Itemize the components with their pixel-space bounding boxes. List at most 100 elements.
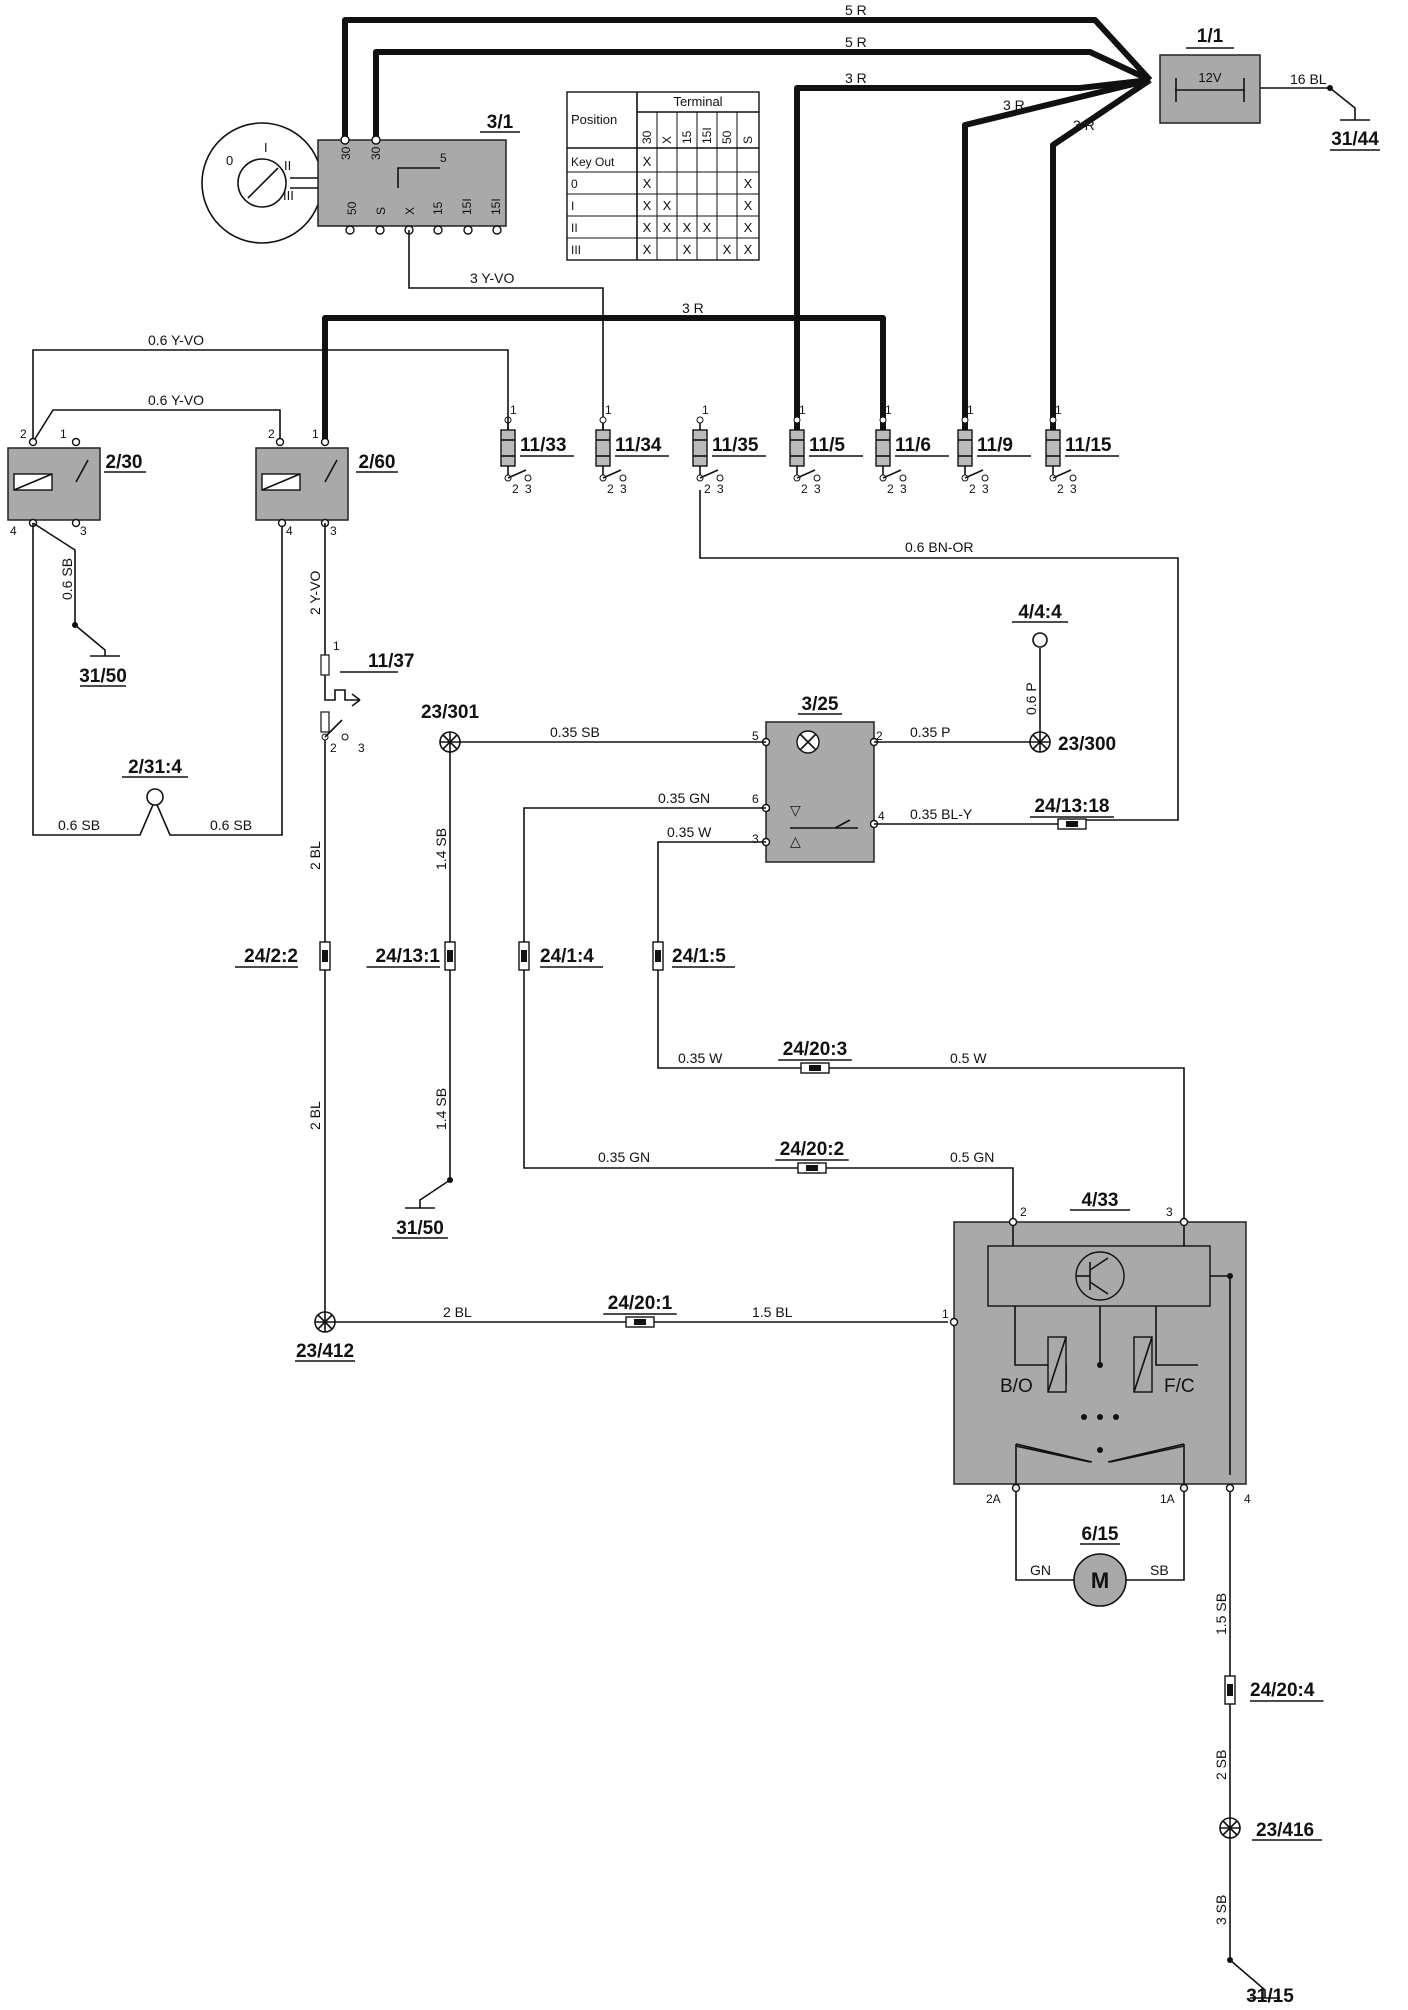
- svg-text:1: 1: [60, 427, 67, 441]
- fuse-id: 11/6: [895, 435, 931, 456]
- wire-label-06yvo-a: 0.6 Y-VO: [148, 332, 204, 348]
- wire-label-06sb-b: 0.6 SB: [58, 817, 100, 833]
- wire-label-gn: GN: [1030, 1562, 1051, 1578]
- svg-text:4: 4: [1244, 1492, 1251, 1506]
- svg-text:3: 3: [620, 482, 627, 496]
- fuse-pin-1: 1: [702, 403, 709, 417]
- switch-3-25-body: [765, 721, 875, 863]
- connector-24-1-5: 24/1:5: [652, 941, 735, 971]
- svg-text:2: 2: [20, 427, 27, 441]
- table-column-header: 15I: [700, 127, 714, 144]
- ignition-switch-id: 3/1: [487, 112, 514, 133]
- fuse-id: 11/15: [1065, 435, 1112, 456]
- wire-label-06p: 0.6 P: [1023, 682, 1039, 715]
- wire-3r-c: [1050, 77, 1152, 430]
- fuse-id: 11/35: [712, 435, 759, 456]
- wire-label-05gn: 0.5 GN: [950, 1149, 994, 1165]
- wire-label-5r-a: 5 R: [845, 2, 867, 18]
- svg-text:15I: 15I: [460, 198, 474, 215]
- wire-label-sb: SB: [1150, 1562, 1169, 1578]
- table-header-position: Position: [571, 112, 617, 127]
- fuse-body: [500, 429, 516, 467]
- svg-text:2: 2: [801, 482, 808, 496]
- splice-23-416: 23/416: [1219, 1817, 1322, 1841]
- svg-text:4: 4: [878, 809, 885, 823]
- switch-3-25-id: 3/25: [802, 694, 839, 715]
- svg-text:15: 15: [431, 201, 445, 215]
- splice-23-412: 23/412: [295, 1311, 355, 1362]
- svg-text:S: S: [374, 207, 388, 215]
- wire-label-035gn-a: 0.35 GN: [658, 790, 710, 806]
- wire-3r-a: [794, 77, 1151, 430]
- table-column-header: 50: [720, 130, 734, 144]
- fuse-body: [957, 429, 973, 467]
- wire-label-035bly: 0.35 BL-Y: [910, 806, 973, 822]
- fuse-id: 11/34: [615, 435, 662, 456]
- connector-24-13-18: 24/13:18: [1030, 796, 1114, 830]
- splice-23-412-id: 23/412: [296, 1341, 354, 1362]
- table-mark: X: [643, 220, 652, 235]
- wire-label-06yvo-b: 0.6 Y-VO: [148, 392, 204, 408]
- fuse-pin-1: 1: [1055, 403, 1062, 417]
- splice-23-416-id: 23/416: [1256, 1820, 1314, 1841]
- svg-text:2A: 2A: [986, 1492, 1001, 1506]
- table-row-position: II: [571, 221, 578, 235]
- table-row-position: 0: [571, 177, 578, 191]
- svg-text:2: 2: [330, 741, 337, 755]
- svg-text:3: 3: [717, 482, 724, 496]
- splice-23-301: 23/301: [421, 702, 479, 753]
- table-mark: X: [643, 154, 652, 169]
- ignition-switch-body: [317, 139, 507, 227]
- table-mark: X: [744, 242, 753, 257]
- connector-label: 24/20:1: [608, 1293, 673, 1314]
- svg-text:3: 3: [330, 524, 337, 538]
- motor-6-15: M 6/15: [1073, 1524, 1127, 1607]
- connector-label: 24/1:5: [672, 946, 726, 967]
- wire-label-2yvo: 2 Y-VO: [307, 571, 323, 615]
- connector-label: 24/20:4: [1250, 1680, 1315, 1701]
- svg-text:2: 2: [704, 482, 711, 496]
- wire-label-2bl-b: 2 BL: [307, 1101, 323, 1130]
- wire-label-035w-b: 0.35 W: [678, 1050, 723, 1066]
- svg-text:4: 4: [10, 524, 17, 538]
- fuse-pin-1: 1: [510, 403, 517, 417]
- connector-label: 24/20:2: [780, 1139, 844, 1160]
- svg-text:III: III: [283, 188, 294, 203]
- svg-text:2: 2: [512, 482, 519, 496]
- wire-label-16bl: 16 BL: [1290, 71, 1327, 87]
- svg-text:1: 1: [312, 427, 319, 441]
- fuse-body: [1045, 429, 1061, 467]
- svg-text:II: II: [284, 158, 291, 173]
- connector-label: 24/1:4: [540, 946, 594, 967]
- motor-icon: [1073, 1553, 1127, 1607]
- svg-text:5: 5: [752, 729, 759, 743]
- wire-label-2bl-a: 2 BL: [307, 841, 323, 870]
- table-mark: X: [744, 198, 753, 213]
- connector-label: 24/13:1: [376, 946, 441, 967]
- wire-label-3yvo: 3 Y-VO: [470, 270, 514, 286]
- svg-text:2: 2: [1057, 482, 1064, 496]
- svg-text:3: 3: [1070, 482, 1077, 496]
- relay-2-30-id: 2/30: [106, 452, 143, 473]
- heavy-supply-wires: [322, 17, 1153, 442]
- svg-text:3: 3: [358, 741, 365, 755]
- wire-label-3r-a: 3 R: [845, 70, 867, 86]
- wire-label-06sb-c: 0.6 SB: [210, 817, 252, 833]
- connector-24-20-3: 24/20:3: [778, 1039, 852, 1074]
- table-row-position: III: [571, 243, 581, 257]
- battery-id: 1/1: [1197, 26, 1224, 47]
- svg-text:1: 1: [333, 639, 340, 653]
- ground-31-50-a: 31/50: [79, 666, 127, 687]
- arrow-down-icon: ▽: [790, 802, 801, 818]
- svg-text:3: 3: [814, 482, 821, 496]
- wire-label-3sb: 3 SB: [1213, 1895, 1229, 1925]
- bulb-4-4-4: [1032, 632, 1048, 648]
- table-column-header: X: [660, 136, 674, 144]
